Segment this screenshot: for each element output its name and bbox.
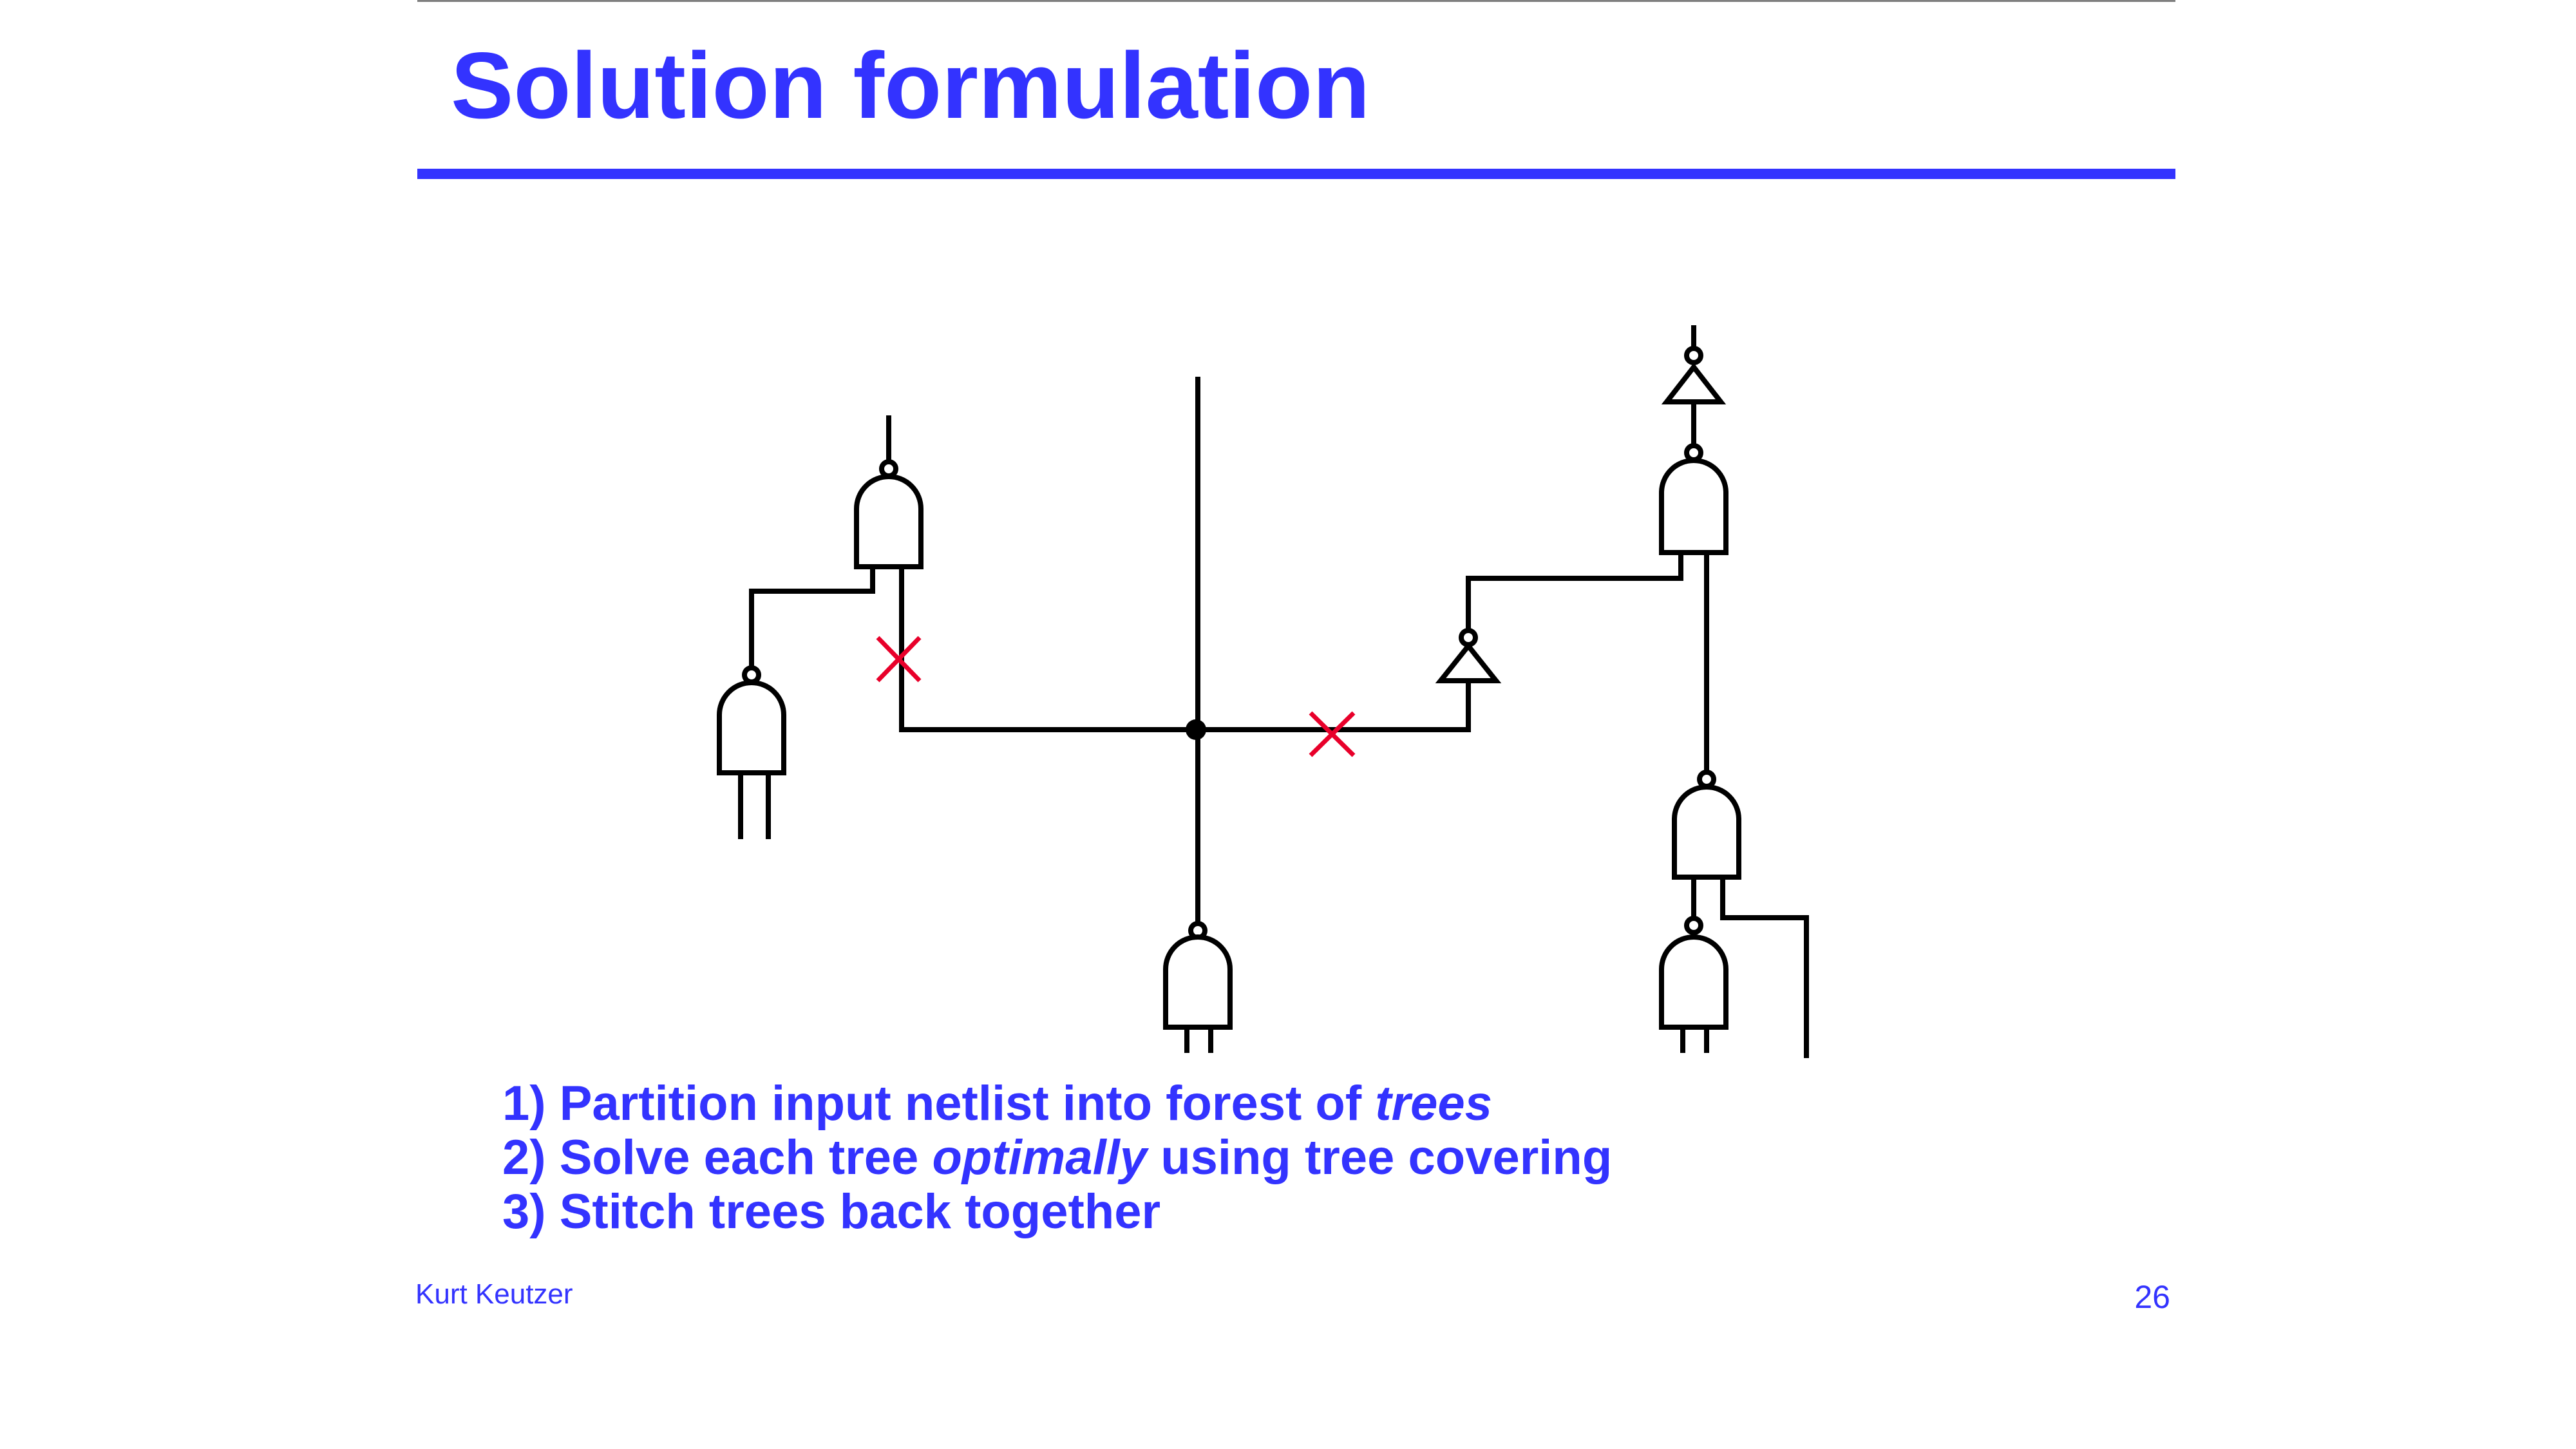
inverter-right-top — [1661, 325, 1727, 446]
step-item: 2) Solve each tree optimally using tree … — [502, 1130, 1613, 1185]
slide-title: Solution formulation — [451, 33, 1370, 138]
cut-mark-left — [876, 636, 922, 683]
step-item: 3) Stitch trees back together — [502, 1184, 1161, 1239]
fanout-junction-dot — [1186, 719, 1206, 740]
wire-right-external — [1720, 877, 1809, 1058]
nand-gate-right-top — [1659, 443, 1728, 555]
nand-gate-bottom-center — [1163, 921, 1233, 1053]
nand-gate-left-top — [854, 415, 923, 569]
wire-junction-to-inverter — [1198, 681, 1471, 732]
footer-author: Kurt Keutzer — [415, 1278, 573, 1310]
nand-gate-left-lower — [717, 665, 786, 839]
step-item: 1) Partition input netlist into forest o… — [502, 1076, 1492, 1131]
wire-left-lower-to-top — [749, 567, 875, 668]
top-rule — [417, 0, 2175, 2]
wire-left-top-to-junction — [899, 567, 1195, 732]
page-number: 26 — [2134, 1279, 2170, 1315]
inverter-middle — [1435, 628, 1502, 683]
solution-steps: 1) Partition input netlist into forest o… — [502, 1077, 1612, 1239]
wire-inverter-to-right-nand — [1466, 553, 1683, 630]
title-underline — [417, 169, 2175, 179]
nand-gate-right-bottom — [1659, 916, 1728, 1053]
cut-mark-right — [1309, 711, 1356, 757]
nand-gate-right-middle — [1672, 770, 1741, 880]
